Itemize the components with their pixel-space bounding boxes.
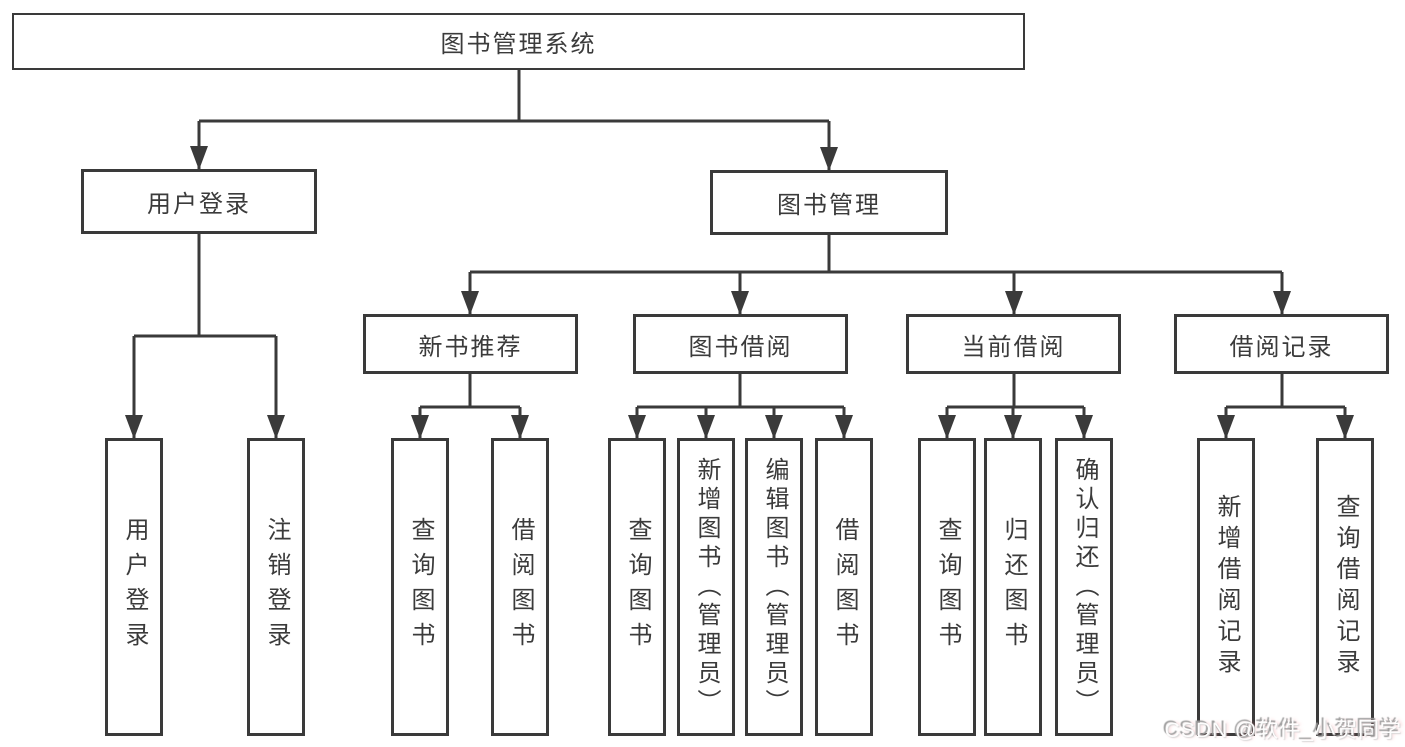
node-new-book-recommend: 新书推荐 — [363, 314, 578, 374]
node-current-borrow-label: 当前借阅 — [961, 333, 1066, 361]
leaf-add-books-admin-label: 新增图书（管理员） — [693, 456, 720, 718]
leaf-query-books-2-label: 查询图书 — [624, 517, 651, 657]
node-book-management-branch-label: 图书管理 — [777, 192, 881, 219]
node-new-book-recommend-label: 新书推荐 — [418, 333, 523, 361]
leaf-query-borrow-record-label: 查询借阅记录 — [1332, 494, 1359, 680]
node-current-borrow: 当前借阅 — [906, 314, 1121, 374]
node-book-management-branch: 图书管理 — [710, 170, 948, 235]
node-system-root-label: 图书管理系统 — [440, 31, 597, 58]
leaf-user-login-label: 用户登录 — [121, 517, 148, 657]
leaf-borrow-books-1-label: 借阅图书 — [507, 517, 534, 657]
node-system-root: 图书管理系统 — [12, 13, 1025, 70]
leaf-logout-label: 注销登录 — [263, 517, 290, 657]
leaf-add-borrow-record-label: 新增借阅记录 — [1213, 494, 1240, 680]
leaf-user-login: 用户登录 — [105, 438, 163, 736]
leaf-borrow-books-2-label: 借阅图书 — [831, 517, 858, 657]
node-borrow-records-label: 借阅记录 — [1229, 333, 1334, 361]
leaf-query-borrow-record: 查询借阅记录 — [1316, 438, 1374, 736]
node-borrow-records: 借阅记录 — [1174, 314, 1389, 374]
leaf-return-books: 归还图书 — [984, 438, 1042, 736]
leaf-return-books-label: 归还图书 — [1000, 517, 1027, 657]
leaf-confirm-return-admin-label: 确认归还（管理员） — [1071, 456, 1098, 718]
leaf-query-books-1-label: 查询图书 — [407, 517, 434, 657]
leaf-borrow-books-2: 借阅图书 — [815, 438, 873, 736]
leaf-edit-books-admin: 编辑图书（管理员） — [745, 438, 803, 736]
node-user-login-branch: 用户登录 — [81, 169, 317, 234]
leaf-borrow-books-1: 借阅图书 — [491, 438, 549, 736]
node-book-borrow-label: 图书借阅 — [688, 333, 793, 361]
leaf-query-books-3-label: 查询图书 — [934, 517, 961, 657]
leaf-query-books-3: 查询图书 — [918, 438, 976, 736]
leaf-confirm-return-admin: 确认归还（管理员） — [1055, 438, 1113, 736]
node-book-borrow: 图书借阅 — [633, 314, 848, 374]
leaf-add-books-admin: 新增图书（管理员） — [677, 438, 735, 736]
leaf-edit-books-admin-label: 编辑图书（管理员） — [761, 456, 788, 718]
leaf-query-books-2: 查询图书 — [608, 438, 666, 736]
node-user-login-branch-label: 用户登录 — [147, 191, 251, 218]
csdn-watermark: CSDN @软件_小贺同学 — [1164, 719, 1402, 742]
leaf-add-borrow-record: 新增借阅记录 — [1197, 438, 1255, 736]
leaf-logout: 注销登录 — [247, 438, 305, 736]
leaf-query-books-1: 查询图书 — [391, 438, 449, 736]
